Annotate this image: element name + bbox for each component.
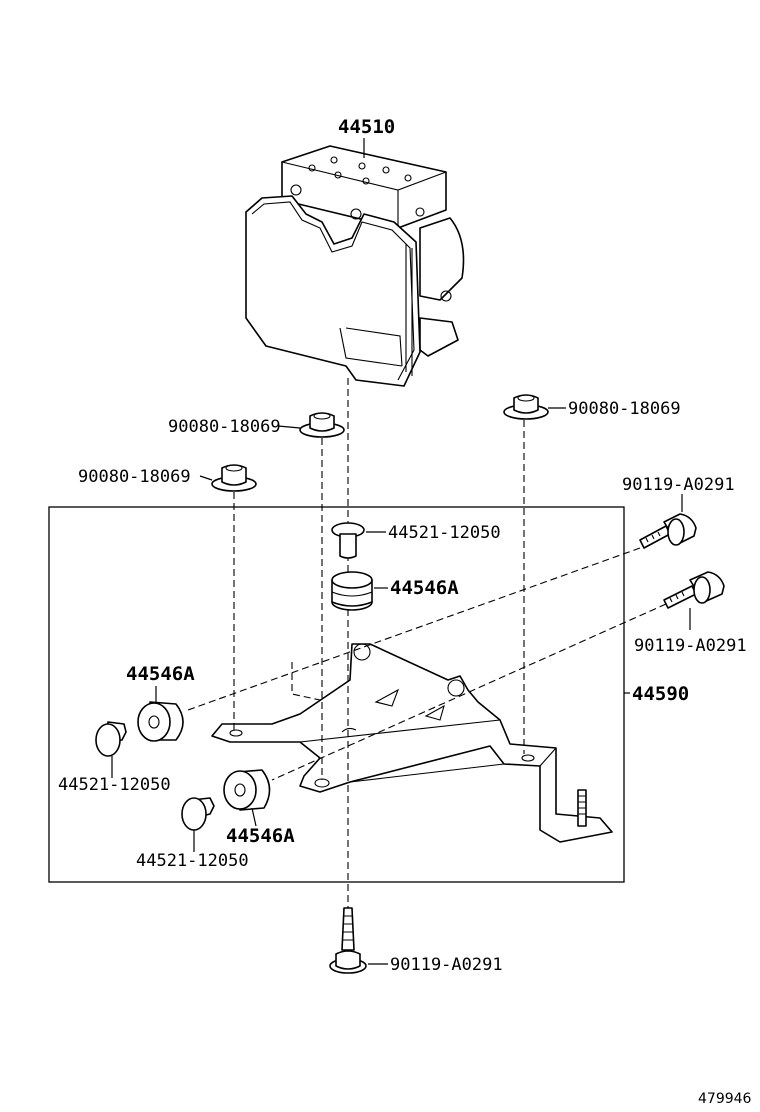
nut-center-label: 90080-18069 (168, 417, 281, 437)
collar-top-label: 44521-12050 (388, 523, 501, 543)
bolt-bottom (329, 907, 367, 974)
bolt-mid-right (663, 571, 725, 609)
diagram-reference-number: 479946 (698, 1091, 752, 1107)
collar-top (331, 522, 365, 559)
cushion-bottom (223, 769, 271, 811)
bolt-bottom-label: 90119-A0291 (390, 955, 503, 975)
cushion-left-label: 44546A (126, 663, 195, 685)
cushion-top (331, 571, 373, 611)
abs-actuator-part (245, 145, 465, 387)
bracket-assembly-box (48, 506, 625, 883)
bracket-label: 44590 (632, 683, 689, 705)
cushion-top-label: 44546A (390, 577, 459, 599)
flange-nut-left (211, 464, 257, 492)
collar-left (95, 721, 127, 757)
bolt-mid-right-label: 90119-A0291 (634, 636, 747, 656)
cushion-bottom-label: 44546A (226, 825, 295, 847)
collar-left-label: 44521-12050 (58, 775, 171, 795)
nut-right-label: 90080-18069 (568, 399, 681, 419)
bolt-top-right-label: 90119-A0291 (622, 475, 735, 495)
flange-nut-center (299, 412, 345, 438)
collar-bottom (181, 797, 215, 831)
bolt-top-right (639, 513, 697, 549)
cushion-left (137, 701, 184, 742)
actuator-label: 44510 (338, 116, 395, 138)
actuator-bracket-part (211, 643, 613, 843)
collar-bottom-label: 44521-12050 (136, 851, 249, 871)
assembly-guide-lines (187, 378, 667, 910)
nut-left-label: 90080-18069 (78, 467, 191, 487)
flange-nut-right (503, 394, 549, 420)
